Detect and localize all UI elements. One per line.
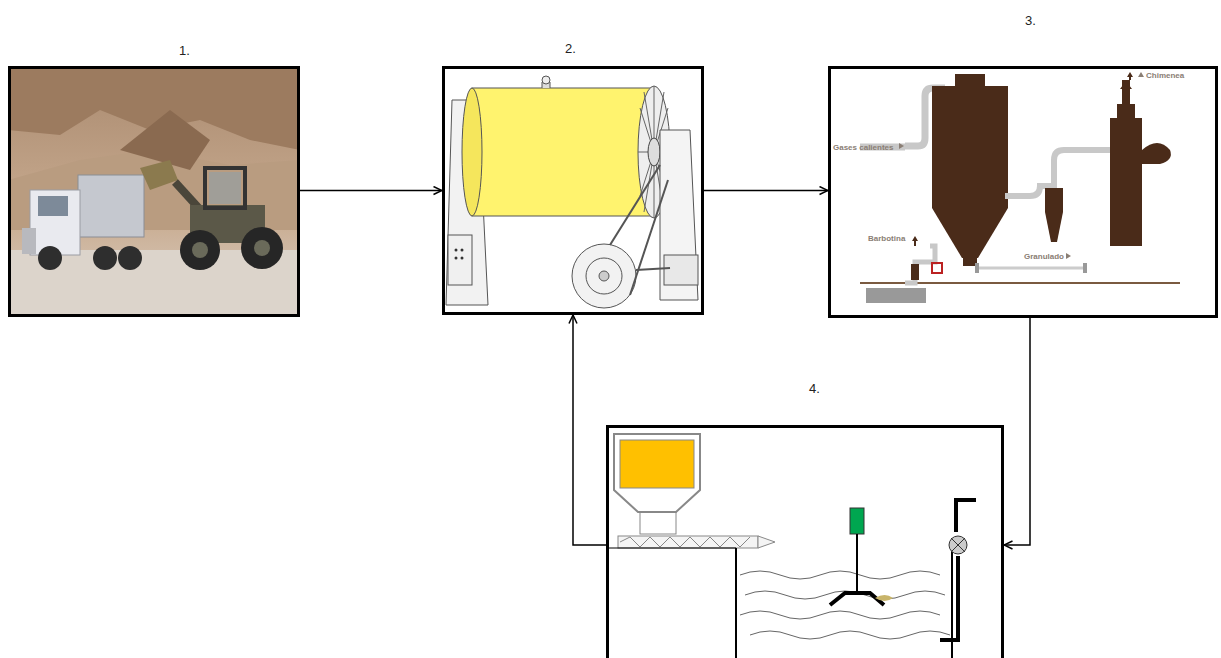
flow-arrow	[573, 315, 606, 545]
step-number: 2.	[565, 41, 576, 56]
step-number: 4.	[809, 381, 820, 396]
flow-arrow	[704, 190, 828, 192]
ball-mill	[446, 76, 698, 308]
slip-tank	[606, 434, 976, 658]
stage-box: 4.	[606, 425, 1004, 658]
flow-arrow	[1004, 318, 1030, 545]
stage-box: 2.	[442, 66, 704, 315]
quarry-photo	[8, 66, 300, 317]
part-label: Barbotina	[868, 234, 905, 243]
part-label: Gases calientes	[833, 143, 893, 152]
step-number: 1.	[179, 43, 190, 58]
part-label: Chimenea	[1146, 71, 1184, 80]
stage-box: 1.	[8, 66, 300, 317]
flow-arrow	[300, 190, 442, 192]
stage-box: 3.	[828, 66, 1218, 318]
step-number: 3.	[1025, 13, 1036, 28]
spray-dryer	[860, 72, 1180, 303]
part-label: Granulado	[1024, 252, 1064, 261]
